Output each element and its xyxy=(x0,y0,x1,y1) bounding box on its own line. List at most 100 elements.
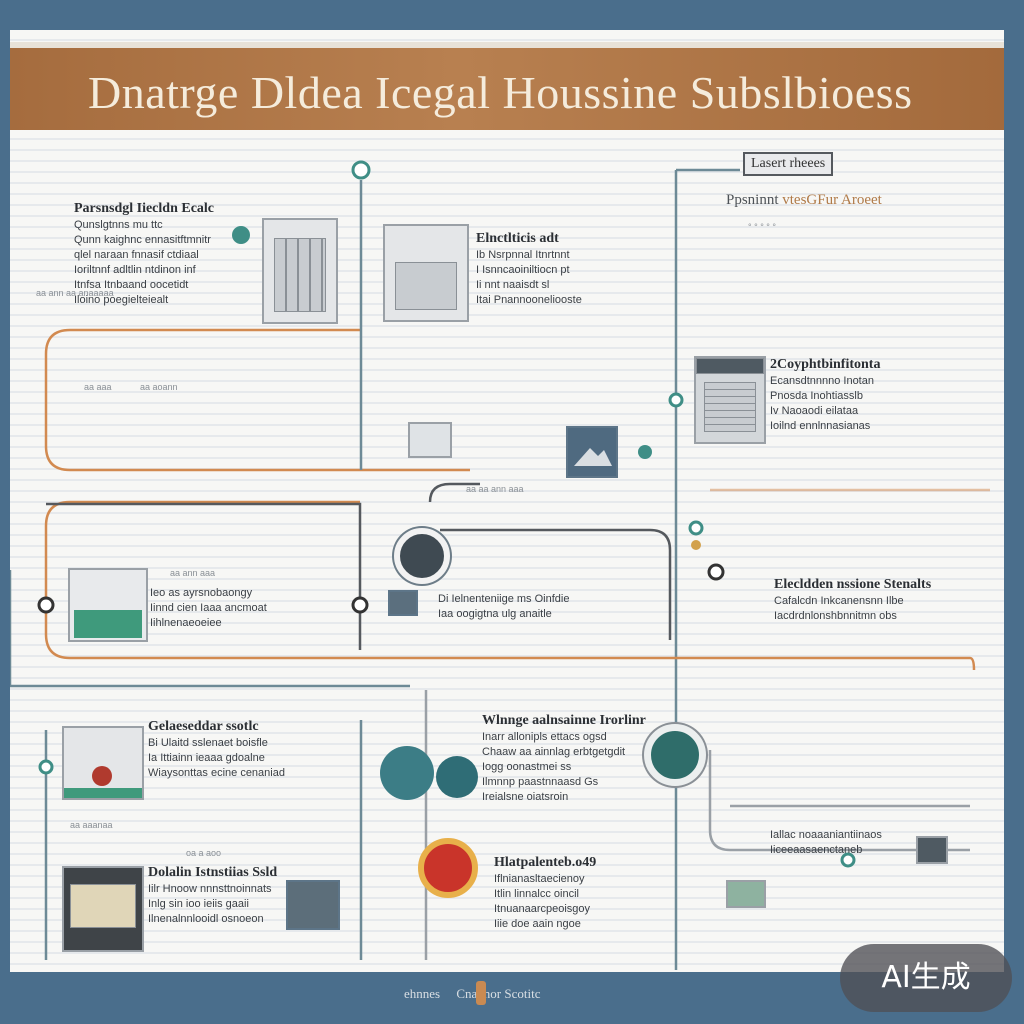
faint-caption-6: aa aaanaa xyxy=(70,820,113,830)
block-text-line: Iogg oonastmei ss xyxy=(482,761,572,773)
block-text-line: I Isnncaoiniltiocn pt xyxy=(476,264,570,276)
block-text-line: Iv Naoaodi eilataa xyxy=(770,405,859,417)
block-2: Elnctlticis adt Ib Nsrpnnal Itnrtnnt I Is… xyxy=(476,230,582,308)
block-text-line: Iiceeaasaenctaneb xyxy=(770,844,863,856)
house-icon xyxy=(694,356,766,444)
block-text-line: Ilnenalnnlooidl osnoeon xyxy=(148,913,264,925)
block-text-line: Inlg sin ioo ieiis gaaii xyxy=(148,898,249,910)
node-mid-center xyxy=(351,596,369,614)
block-text-line: Iinnd cien Iaaa ancmoat xyxy=(150,602,267,614)
block-text-line: Di Ielnenteniige ms Oinfdie xyxy=(438,593,570,605)
block-8: Wlnnge aalnsainne Irorlinr Inarr allonip… xyxy=(482,712,646,805)
faint-caption-4: aa aa ann aaa xyxy=(466,484,524,494)
tool-icon xyxy=(286,880,340,930)
block-text-line: Ib Nsrpnnal Itnrtnnt xyxy=(476,249,570,261)
node-mid-left xyxy=(37,596,55,614)
crate-icon xyxy=(726,880,766,908)
connector-grey-right-mid xyxy=(440,528,672,640)
block-text-line: Iihlnenaeoeiee xyxy=(150,617,222,629)
station-icon xyxy=(62,726,144,800)
subtitle-main: Ppsninnt xyxy=(726,192,783,208)
block-6: Elecldden nssione Stenalts Cafalcdn Inkc… xyxy=(774,576,931,624)
block-2-heading: Elnctlticis adt xyxy=(476,231,559,246)
block-text-line: Iallac noaaaniantiinaos xyxy=(770,829,882,841)
pump-icon xyxy=(380,746,434,800)
block-text-line: Ioriltnnf adltlin ntdinon inf xyxy=(74,264,196,276)
node-lower-left xyxy=(38,759,54,775)
connector-teal-lower-left xyxy=(10,570,410,688)
alarm-icon xyxy=(418,838,478,898)
valve-icon xyxy=(436,756,478,798)
node-top xyxy=(351,160,371,180)
block-text-line: Wiaysonttas ecine cenaniad xyxy=(148,767,285,779)
connector-grey-center xyxy=(428,482,480,503)
block-text-line: Ieo as ayrsnobaongy xyxy=(150,587,253,599)
interior-icon xyxy=(62,866,144,952)
connector-lines xyxy=(10,160,990,970)
page-title: Dnatrge Dldea Icegal Houssine Subslbioes… xyxy=(88,67,913,118)
block-text-line: Ii nnt naaisdt sl xyxy=(476,279,550,291)
block-text-line: qlel naraan fnnasif ctdiaal xyxy=(74,249,199,261)
node-lower-right xyxy=(840,852,856,868)
diagram-canvas: Dnatrge Dldea Icegal Houssine Subslbioes… xyxy=(10,30,1004,972)
panel-icon xyxy=(408,422,452,458)
block-8-heading: Wlnnge aalnsainne Irorlinr xyxy=(482,713,646,728)
faint-caption-7: oa a aoo xyxy=(186,848,222,858)
node-right-3 xyxy=(707,563,725,581)
subtitle-note: ° ° ° ° ° xyxy=(748,222,776,232)
block-text-line: Iilr Hnoow nnnsttnoinnats xyxy=(148,883,272,895)
block-text-line: Bi Ulaitd sslenaet boisfle xyxy=(148,737,268,749)
monitor-icon xyxy=(388,590,418,616)
subtitle: Ppsninnt vtesGFur Aroeet xyxy=(726,192,882,209)
block-text-line: Iiie doe aain ngoe xyxy=(494,918,581,930)
block-text-line: Itlin linnalcc oincil xyxy=(494,888,579,900)
block-text-line: Cafalcdn Inkcanensnn Ilbe xyxy=(774,595,904,607)
block-6-heading: Elecldden nssione Stenalts xyxy=(774,577,932,592)
block-text-line: Ecansdtnnnno Inotan xyxy=(770,375,874,387)
faint-caption-3: aa aoann xyxy=(140,382,178,392)
gauge-icon-1 xyxy=(394,528,450,584)
footer-caption: ehnnes Cnannor Scotitc xyxy=(404,986,541,1002)
subtitle-accent: vtesGFur Aroeet xyxy=(782,192,882,208)
building-icon-2 xyxy=(383,224,469,322)
block-text-line: Itai Pnannooneliooste xyxy=(476,294,582,306)
block-text-line: Pnosda Inohtiasslb xyxy=(770,390,863,402)
block-text-line: Iaa oogigtna ulg anaitle xyxy=(438,608,552,620)
node-right-1 xyxy=(688,520,704,536)
block-3-heading: 2Coyphtbinfitonta xyxy=(770,357,881,372)
footer-right: Cnannor Scotitc xyxy=(456,986,541,1001)
block-1: Parsnsdgl Iiecldn Ecalc Qunslgtnns mu tt… xyxy=(74,200,214,308)
block-text-line: Ilmnnp paastnnaasd Gs xyxy=(482,776,599,788)
block-text-line: Qunslgtnns mu ttc xyxy=(74,219,163,231)
block-1-heading: Parsnsdgl Iiecldn Ecalc xyxy=(74,201,215,216)
block-text-line: Qunn kaighnc ennasitftmnitr xyxy=(74,234,211,246)
water-tank-icon xyxy=(68,568,148,642)
ai-generated-badge: AI生成 xyxy=(840,944,1012,1012)
block-text-line: Itnfsa Itnbaand oocetidt xyxy=(74,279,189,291)
block-text-line: Chaaw aa ainnlag erbtgetgdit xyxy=(482,746,626,758)
block-text-line: Iloino poegielteiealt xyxy=(74,294,169,306)
block-7: Gelaeseddar ssotlc Bi Ulaitd sslenaet bo… xyxy=(148,718,285,781)
block-text-line: Ioilnd ennlnnasianas xyxy=(770,420,871,432)
small-node-icon xyxy=(638,445,652,459)
faint-caption-2: aa aaa xyxy=(84,382,112,392)
building-icon-1 xyxy=(262,218,338,324)
footer-bottle-icon xyxy=(476,981,486,1005)
block-text-line: Ia Ittiainn ieaaa gdoalne xyxy=(148,752,265,764)
faint-caption-1: aa ann aa anaaaaa xyxy=(36,288,114,298)
block-text-line: Itnuanaarcpeoisgoy xyxy=(494,903,591,915)
section-tag: Lasert rheees xyxy=(743,152,834,176)
connector-orange-top-loop xyxy=(44,328,470,472)
block-text-line: Iacdrdnlonshbnnitmn obs xyxy=(774,610,897,622)
block-10-heading: Hlatpalenteb.o49 xyxy=(494,855,597,870)
node-right-4 xyxy=(668,392,684,408)
faint-caption-5: aa ann aaa xyxy=(170,568,216,578)
node-right-2 xyxy=(691,540,701,550)
connector-grey-lower-right xyxy=(708,750,970,852)
tree-icon xyxy=(232,226,250,244)
